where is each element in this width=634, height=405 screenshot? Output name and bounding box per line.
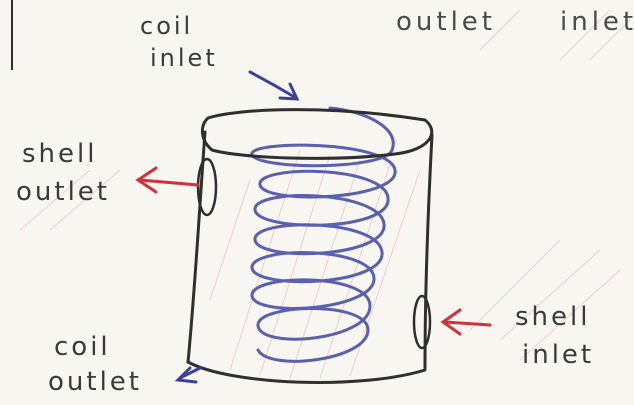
top-inlet-label: inlet <box>560 7 634 37</box>
shell-cylinder <box>188 110 432 383</box>
shell-outlet-arrow <box>138 168 198 192</box>
shell-inlet-arrow <box>443 310 490 334</box>
coil-outlet-arrow <box>178 368 200 382</box>
coil-outlet-label-line1: coil <box>54 332 111 362</box>
shell-outlet-label-line2: outlet <box>16 177 110 207</box>
top-outlet-label: outlet <box>396 7 496 37</box>
shell-inlet-label-line2: inlet <box>522 340 594 370</box>
shell-outlet-label-line1: shell <box>22 139 97 169</box>
coil-inlet-arrow <box>250 72 297 99</box>
coil-inlet-label-line2: inlet <box>150 44 218 72</box>
coil-outlet-label-line2: outlet <box>48 367 142 397</box>
coil-inlet-label-line1: coil <box>140 12 193 40</box>
shell-inlet-nozzle <box>414 296 430 348</box>
shell-inlet-label-line1: shell <box>515 302 590 332</box>
